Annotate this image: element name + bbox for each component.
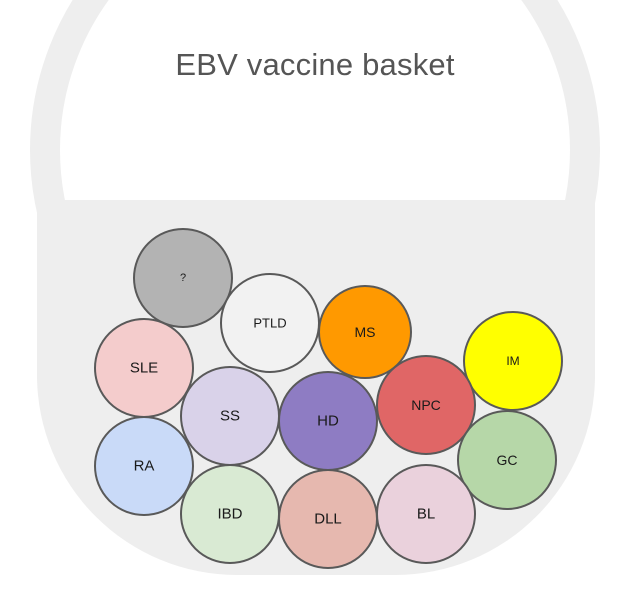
ball-npc	[376, 355, 476, 455]
ball-ms	[318, 285, 412, 379]
ball-gc	[457, 410, 557, 510]
ball-ibd	[180, 464, 280, 564]
ball-hd	[278, 371, 378, 471]
ball-sle	[94, 318, 194, 418]
ball-im	[463, 311, 563, 411]
ball-dll	[278, 469, 378, 569]
ball-ra	[94, 416, 194, 516]
balls-group	[94, 228, 563, 569]
ball-ss	[180, 366, 280, 466]
ball-ptld	[220, 273, 320, 373]
diagram-title: EBV vaccine basket	[175, 47, 455, 82]
ball-bl	[376, 464, 476, 564]
ball-unknown	[133, 228, 233, 328]
